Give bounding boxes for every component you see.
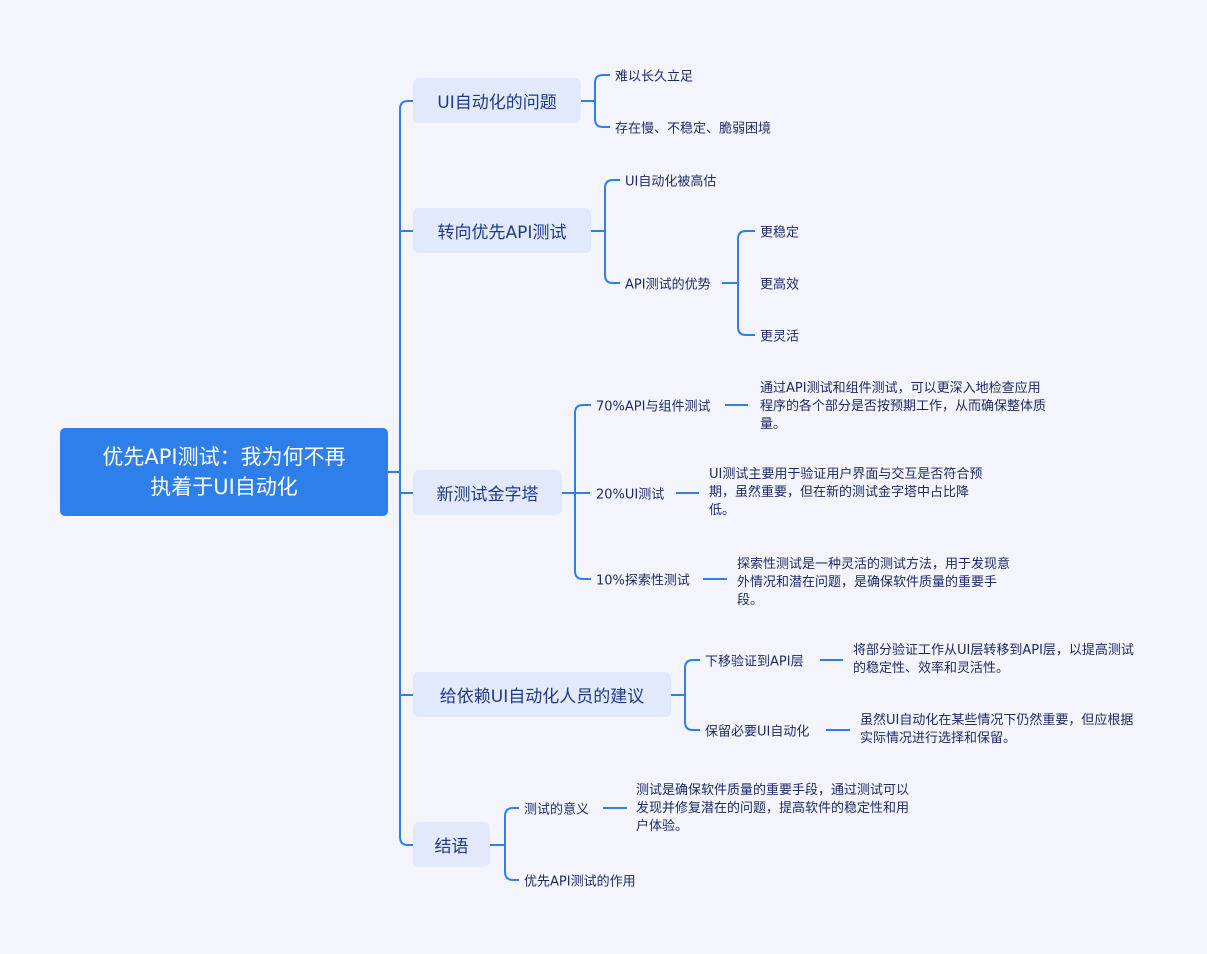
leaf-topic[interactable]: UI自动化被高估 (625, 174, 717, 190)
leaf-topic[interactable]: 存在慢、不稳定、脆弱困境 (615, 121, 772, 137)
leaf-topic[interactable]: 下移验证到API层 (705, 654, 804, 670)
branch-label: UI自动化的问题 (437, 93, 557, 113)
branch-ui-automation-problems[interactable]: UI自动化的问题 (413, 78, 581, 123)
description-note[interactable]: 探索性测试是一种灵活的测试方法，用于发现意外情况和潜在问题，是确保软件质量的重要… (737, 557, 1011, 608)
branch-label: 转向优先API测试 (437, 223, 567, 243)
branch-label: 给依赖UI自动化人员的建议 (439, 687, 645, 707)
description-note[interactable]: 测试是确保软件质量的重要手段，通过测试可以发现并修复潜在的问题，提高软件的稳定性… (636, 783, 910, 834)
description-note[interactable]: 虽然UI自动化在某些情况下仍然重要，但应根据实际情况进行选择和保留。 (860, 713, 1134, 746)
leaf-topic[interactable]: 更灵活 (760, 329, 800, 345)
leaf-topic[interactable]: 20%UI测试 (596, 487, 665, 503)
branch-new-test-pyramid[interactable]: 新测试金字塔 (413, 470, 562, 515)
description-note[interactable]: 通过API测试和组件测试，可以更深入地检查应用程序的各个部分是否按预期工作，从而… (760, 381, 1047, 432)
root-title-line1: 优先API测试：我为何不再 (102, 445, 346, 469)
leaf-topic[interactable]: 优先API测试的作用 (524, 874, 636, 890)
branch-label: 新测试金字塔 (436, 485, 539, 505)
leaf-topic[interactable]: 难以长久立足 (615, 69, 694, 85)
leaf-topic[interactable]: API测试的优势 (625, 277, 711, 293)
leaf-topic[interactable]: 10%探索性测试 (596, 573, 690, 589)
leaf-topic[interactable]: 保留必要UI自动化 (705, 724, 810, 740)
branch-label: 结语 (434, 837, 469, 857)
root-topic[interactable]: 优先API测试：我为何不再执着于UI自动化 (60, 428, 388, 516)
leaf-topic[interactable]: 更高效 (760, 277, 800, 293)
root-title-line2: 执着于UI自动化 (150, 475, 298, 499)
leaf-topic[interactable]: 70%API与组件测试 (596, 399, 711, 415)
description-note[interactable]: 将部分验证工作从UI层转移到API层，以提高测试的稳定性、效率和灵活性。 (853, 643, 1134, 676)
branch-shift-to-api-testing[interactable]: 转向优先API测试 (413, 208, 591, 253)
leaf-topic[interactable]: 更稳定 (760, 225, 800, 241)
branch-conclusion[interactable]: 结语 (413, 822, 490, 867)
branch-advice-for-ui-automators[interactable]: 给依赖UI自动化人员的建议 (413, 672, 671, 717)
leaf-topic[interactable]: 测试的意义 (524, 802, 590, 818)
description-note[interactable]: UI测试主要用于验证用户界面与交互是否符合预期，虽然重要，但在新的测试金字塔中占… (709, 467, 983, 518)
